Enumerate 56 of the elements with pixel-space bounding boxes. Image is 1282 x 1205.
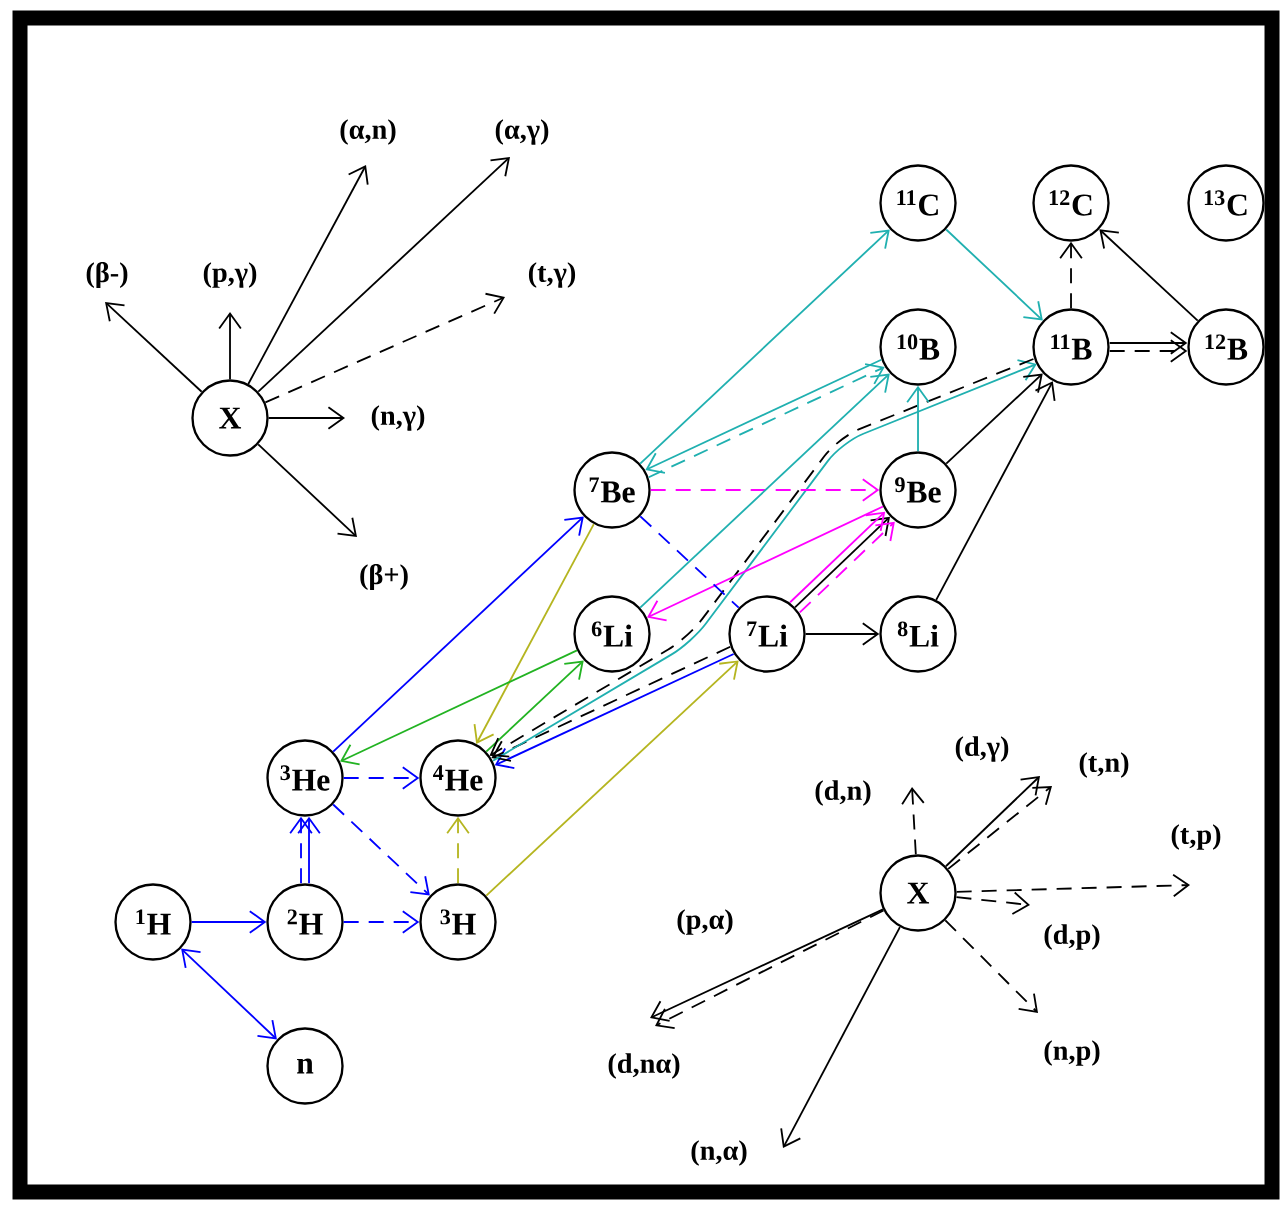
reaction-arrow (901, 787, 925, 856)
reaction-arrow (647, 505, 884, 622)
reaction-arrow (342, 910, 420, 934)
reaction-arrow (804, 622, 880, 646)
reaction-arrow (267, 406, 345, 430)
reaction-arrow (955, 873, 1190, 898)
reaction-arrow (257, 157, 510, 393)
reaction-label: (d,γ) (952, 734, 1012, 764)
reaction-label: (n,p) (1041, 1038, 1103, 1068)
reaction-label: (α,n) (337, 117, 399, 147)
reaction-label: (n,γ) (368, 403, 428, 433)
reaction-label: (t,γ) (526, 260, 578, 290)
reaction-arrow (218, 312, 242, 381)
reaction-arrow (332, 516, 584, 753)
reaction-arrow (945, 373, 1043, 465)
reaction-arrow (639, 229, 890, 465)
reaction-arrow (257, 443, 357, 537)
reaction-arrow (289, 816, 313, 885)
reaction-arrow (649, 478, 880, 502)
reaction-arrow (639, 373, 890, 609)
reaction-arrow (332, 803, 430, 896)
reaction-arrow (947, 786, 1052, 870)
reaction-label: (d,nα) (605, 1051, 683, 1081)
reaction-arrow (780, 926, 901, 1148)
reaction-arrow (446, 816, 470, 885)
reaction-label: (d,n) (812, 778, 874, 808)
reaction-arrow (105, 302, 203, 393)
reaction-arrow (1108, 339, 1188, 363)
reaction-arrow (473, 523, 595, 744)
reaction-label: (β-) (83, 260, 131, 290)
reaction-arrow (955, 891, 1030, 915)
reaction-arrow (264, 292, 505, 404)
reaction-label: (n,α) (688, 1138, 750, 1168)
reaction-arrow (1099, 229, 1199, 322)
reaction-label: (d,p) (1041, 922, 1103, 952)
reaction-arrow (485, 660, 584, 753)
reaction-arrow (342, 766, 420, 790)
reaction-label: (α,γ) (492, 117, 552, 147)
reaction-label: (t,n) (1076, 750, 1132, 780)
reaction-arrow (906, 385, 930, 453)
reaction-label: (β+) (357, 562, 411, 592)
reaction-arrow (485, 660, 739, 897)
reaction-arrow (297, 816, 321, 885)
reaction-arrow (340, 649, 578, 766)
reaction-arrow (945, 776, 1040, 868)
reaction-label: (p,α) (674, 907, 736, 937)
reaction-arrow (190, 910, 267, 934)
reaction-arrow (1059, 241, 1083, 310)
reaction-arrow (935, 381, 1056, 601)
reaction-arrow (247, 165, 369, 385)
reaction-arrow (945, 228, 1043, 321)
reaction-label: (t,p) (1168, 822, 1224, 852)
reaction-label: (p,γ) (200, 260, 260, 290)
reaction-arrow (1108, 331, 1188, 355)
reaction-arrow (181, 948, 277, 1040)
reaction-arrow (944, 919, 1038, 1013)
